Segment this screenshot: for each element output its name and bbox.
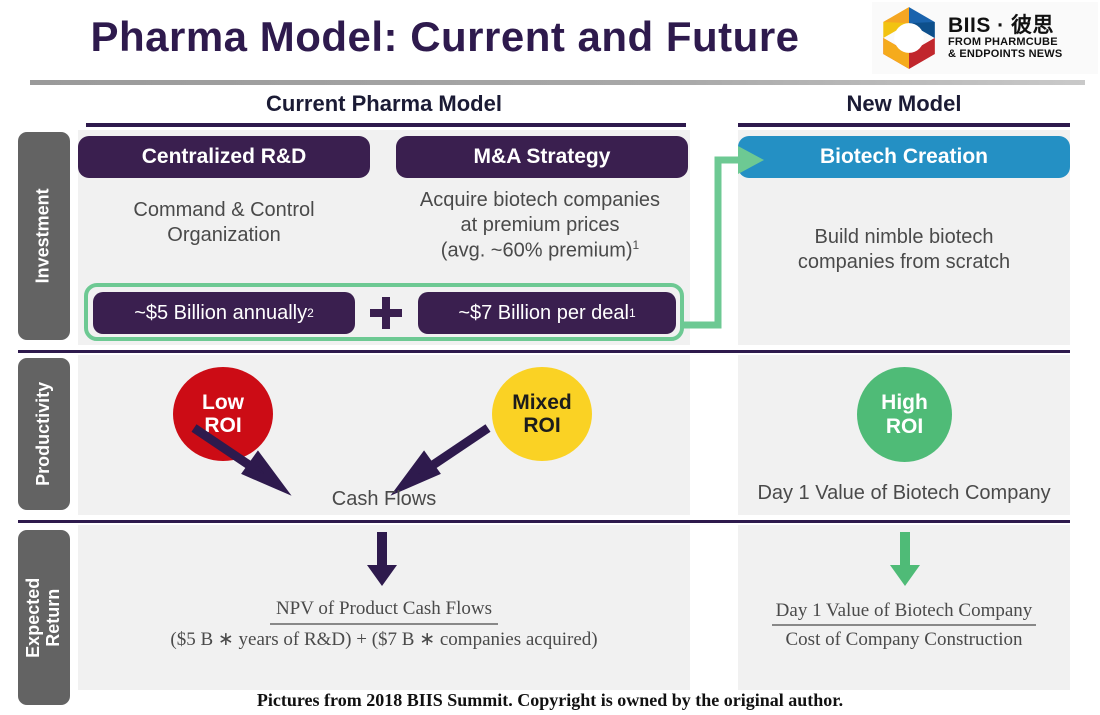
green-connector-arrow	[680, 146, 764, 329]
page-title: Pharma Model: Current and Future	[90, 13, 800, 60]
row-label-investment-text: Investment	[33, 188, 54, 284]
description-centralized-rnd: Command & Control Organization	[78, 198, 370, 248]
desc-ma-line1: Acquire biotech companies	[419, 189, 661, 211]
roi-high-line1: High	[881, 391, 928, 415]
row-label-expected-line2: Return	[43, 588, 64, 647]
down-arrow-icon-left	[367, 532, 397, 586]
formula-left-stack: NPV of Product Cash Flows ($5 B ∗ years …	[170, 598, 597, 651]
card-header-centralized-rnd: Centralized R&D	[78, 136, 370, 178]
description-ma-strategy: Acquire biotech companies at premium pri…	[390, 188, 690, 264]
row-label-productivity-text: Productivity	[33, 381, 54, 487]
column-rule-new	[738, 123, 1070, 127]
investment-amount-rnd-footnote: 2	[307, 306, 314, 320]
row-label-investment: Investment	[18, 132, 70, 340]
roi-low-line2: ROI	[204, 414, 242, 437]
roi-high-line2: ROI	[885, 414, 924, 438]
investment-amount-rnd-text: ~$5 Billion annually	[134, 301, 308, 324]
formula-right-numerator: Day 1 Value of Biotech Company	[771, 600, 1037, 626]
row-label-expected-return: Expected Return	[18, 530, 70, 705]
label-cash-flows: Cash Flows	[331, 488, 437, 510]
row-divider-1	[18, 350, 1070, 353]
plus-icon	[364, 292, 408, 334]
formula-left-denominator: ($5 B ∗ years of R&D) + ($7 B ∗ companie…	[170, 629, 598, 650]
column-header-current: Current Pharma Model	[266, 91, 502, 116]
desc-biotech-line1: Build nimble biotech	[814, 226, 994, 248]
desc-ma-line3-text: (avg. ~60% premium)	[440, 239, 633, 262]
logo-text-block: BIIS · 彼思 FROM PHARMCUBE & ENDPOINTS NEW…	[948, 15, 1062, 60]
desc-ma-line3: (avg. ~60% premium)1	[390, 238, 690, 264]
row-label-productivity: Productivity	[18, 358, 70, 510]
formula-left-numerator: NPV of Product Cash Flows	[269, 598, 499, 625]
roi-circle-mixed: Mixed ROI	[492, 367, 592, 461]
productivity-flow-arrows	[191, 424, 491, 496]
desc-ma-footnote: 1	[632, 238, 640, 252]
card-header-ma-strategy: M&A Strategy	[396, 136, 688, 178]
card-header-biotech-creation: Biotech Creation	[738, 136, 1070, 178]
biis-logo: BIIS · 彼思 FROM PHARMCUBE & ENDPOINTS NEW…	[872, 2, 1098, 74]
desc-biotech-line2: companies from scratch	[797, 251, 1011, 273]
roi-mixed-line2: ROI	[523, 414, 561, 437]
roi-mixed-line1: Mixed	[512, 390, 572, 414]
row-divider-2	[18, 520, 1070, 523]
column-rule-current	[86, 123, 686, 127]
investment-amount-ma-footnote: 1	[629, 306, 636, 320]
desc-rnd-line2: Organization	[167, 224, 281, 246]
hexagon-logo-icon	[883, 7, 935, 69]
label-day1-value-productivity: Day 1 Value of Biotech Company	[757, 482, 1051, 504]
formula-expected-return-current: NPV of Product Cash Flows ($5 B ∗ years …	[78, 598, 690, 651]
desc-ma-line2: at premium prices	[460, 214, 620, 236]
logo-subtitle-2: & ENDPOINTS NEWS	[948, 48, 1063, 61]
logo-brand-name: BIIS · 彼思	[948, 14, 1055, 38]
footer-credit: Pictures from 2018 BIIS Summit. Copyrigh…	[256, 689, 844, 710]
header-divider	[30, 80, 1085, 85]
roi-circle-high: High ROI	[857, 367, 952, 462]
column-header-new: New Model	[846, 91, 962, 116]
row-label-expected-return-text: Expected Return	[23, 577, 64, 658]
desc-rnd-line1: Command & Control	[133, 199, 315, 221]
plus-glyph	[370, 297, 402, 329]
logo-subtitle-1: FROM PHARMCUBE	[948, 36, 1058, 49]
down-arrow-icon-right	[890, 532, 920, 586]
investment-amount-ma-text: ~$7 Billion per deal	[458, 301, 629, 324]
row-label-expected-line1: Expected	[23, 577, 44, 658]
investment-total-highlight	[84, 283, 684, 341]
formula-right-denominator: Cost of Company Construction	[785, 629, 1023, 650]
roi-low-line1: Low	[202, 390, 244, 414]
description-biotech-creation: Build nimble biotech companies from scra…	[740, 225, 1068, 275]
formula-expected-return-new: Day 1 Value of Biotech Company Cost of C…	[738, 600, 1070, 651]
